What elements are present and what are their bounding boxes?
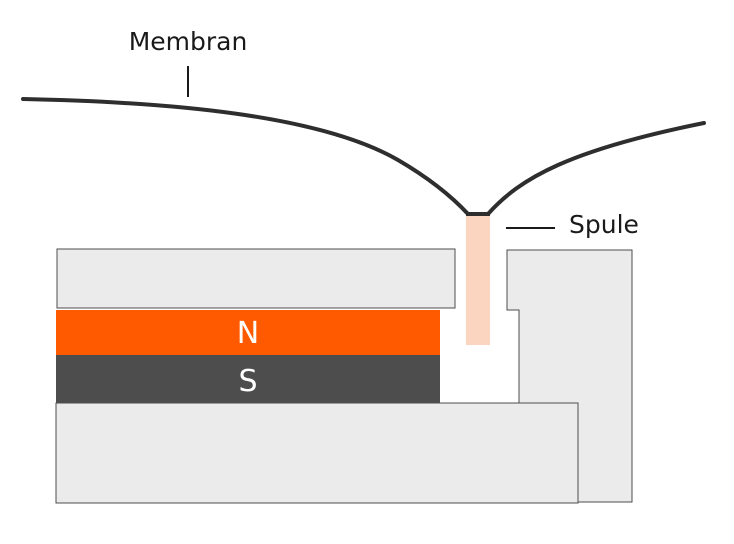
magnet-north <box>56 310 440 355</box>
membrane-right <box>486 121 706 216</box>
north-pole-label: N <box>237 316 259 351</box>
voice-coil <box>466 216 490 345</box>
top-pole-plate <box>56 248 456 309</box>
magnet-south <box>56 355 440 403</box>
membrane <box>21 97 470 216</box>
pole-core <box>506 249 633 503</box>
south-pole-label: S <box>238 364 257 399</box>
back-plate <box>55 402 579 504</box>
coil-label: Spule <box>569 210 639 239</box>
membrane-label: Membran <box>129 27 248 56</box>
